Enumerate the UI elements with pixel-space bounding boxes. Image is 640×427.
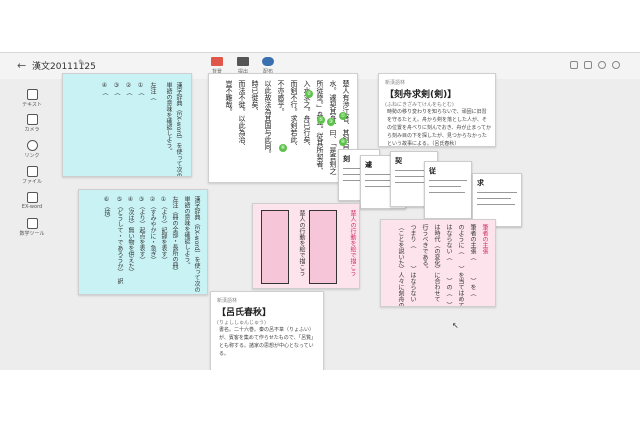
mini-dictionary-card[interactable]: 従 bbox=[424, 161, 472, 219]
sidebar-item-link[interactable]: リンク bbox=[12, 140, 52, 159]
marker-badge: ⑤ bbox=[317, 116, 325, 124]
vocab-card-1[interactable]: 漢字辞典（EX-word）を使って次の 単語の意味を確認しよう。 左注（ ①（ … bbox=[62, 73, 192, 177]
dictionary-card-ryoshi[interactable]: 新漢語林 【呂氏春秋】 (りょししゅんじゅう) 書名。二十六巻。秦の呂不韋（りょ… bbox=[210, 291, 324, 370]
toolbar-submit-button[interactable]: 提出 bbox=[228, 57, 258, 75]
sidebar-item-math-tool[interactable]: 数学ツール bbox=[12, 218, 52, 237]
group-icon bbox=[262, 57, 274, 66]
sidebar-item-text[interactable]: テキスト bbox=[12, 89, 52, 108]
sidebar-item-file[interactable]: ファイル bbox=[12, 166, 52, 185]
marker-badge: ④ bbox=[339, 138, 347, 146]
vocab-card-2[interactable]: 漢字辞典（EX-word）を使って次の 単語の意味を確認しよう。 左注（冊の全部… bbox=[78, 189, 208, 295]
text-icon bbox=[26, 89, 38, 100]
math-tool-icon bbox=[26, 218, 38, 229]
kanbun-text-card[interactable]: 楚人有渉江者、其剣自舟中墜於 水。遽契其舟、曰、「是吾剣之 所従墜。」舟止。従其… bbox=[208, 73, 358, 183]
help-icon[interactable] bbox=[598, 61, 606, 69]
sidebar-item-exword[interactable]: EX-word bbox=[12, 192, 52, 210]
user-icon[interactable] bbox=[612, 61, 620, 69]
sidebar-item-camera[interactable]: カメラ bbox=[12, 114, 52, 133]
back-arrow-icon[interactable]: ← bbox=[17, 59, 27, 72]
pencil-icon[interactable]: ✎ bbox=[78, 59, 86, 69]
file-icon bbox=[26, 166, 38, 177]
document-title[interactable]: 漢文20111125 bbox=[32, 62, 96, 72]
marker-badge: ⑥ bbox=[279, 144, 287, 152]
author-claim-card[interactable]: 筆者の主張 筆者の主張（ ）を（ ） のように（ ）を当てはめて はならない（ … bbox=[380, 219, 496, 307]
drawing-panel-1[interactable] bbox=[261, 210, 289, 284]
marker-badge: ② bbox=[305, 90, 313, 98]
marker-badge: ① bbox=[339, 112, 347, 120]
folder-icon bbox=[211, 57, 223, 66]
printer-icon bbox=[237, 57, 249, 66]
toolbar-distribute-button[interactable]: 配布 bbox=[253, 57, 283, 75]
drawing-card[interactable]: 楚人の行動を絵で描こう 楚人の行動を絵で描こう bbox=[252, 203, 360, 289]
mini-dictionary-card[interactable]: 求 bbox=[472, 173, 522, 227]
camera-icon bbox=[26, 114, 38, 125]
toolbar-background-button[interactable]: 背景 bbox=[202, 57, 232, 75]
grid-icon[interactable] bbox=[570, 61, 578, 69]
mouse-pointer-icon: ↖ bbox=[452, 321, 459, 330]
marker-badge: ③ bbox=[327, 118, 335, 126]
drawing-panel-2[interactable] bbox=[309, 210, 337, 284]
canvas-app: ← 漢文20111125 ✎ 背景 提出 配布 テキスト カメラ bbox=[0, 52, 640, 370]
dictionary-icon bbox=[26, 192, 38, 203]
link-icon bbox=[26, 140, 38, 151]
dictionary-card-kokushu[interactable]: 新漢語林 【刻舟求剣(剣)】 (ふねにきざみてけんをもとむ) 時勢の移り変わりを… bbox=[378, 73, 496, 147]
share-icon[interactable] bbox=[584, 61, 592, 69]
